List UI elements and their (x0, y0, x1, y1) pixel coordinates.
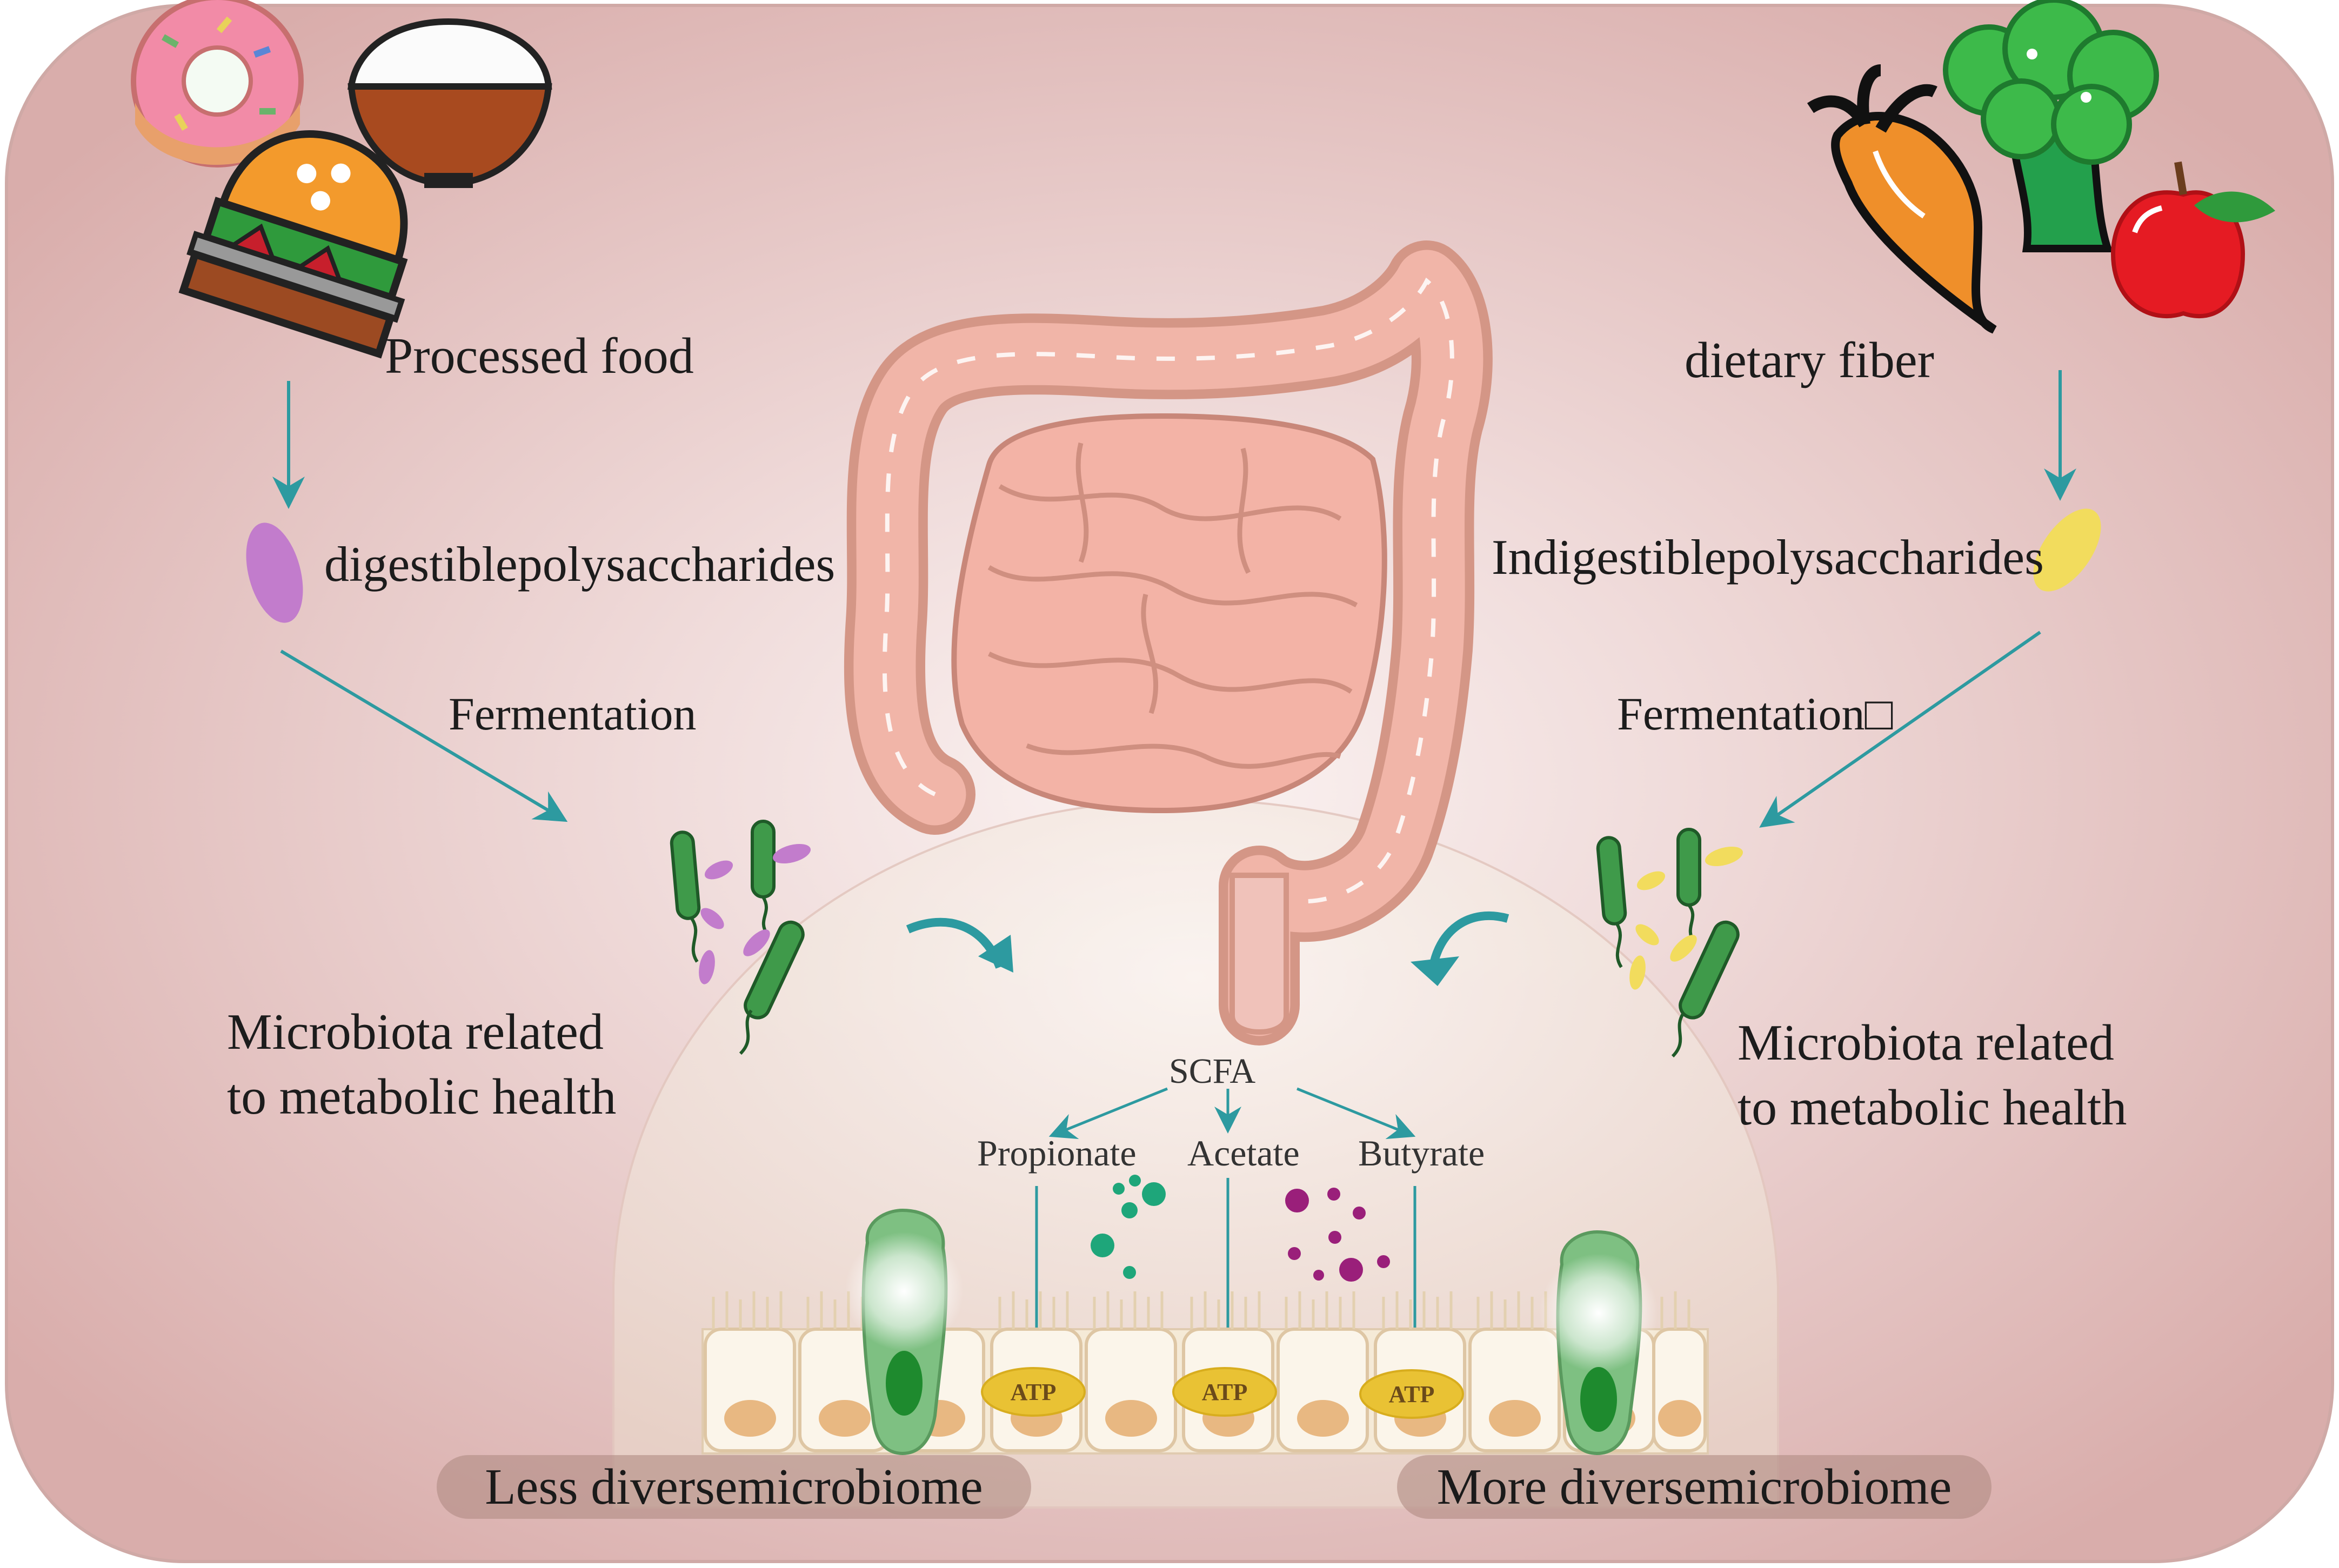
microbiota-label-right-line1: Microbiota related (1737, 1015, 2114, 1071)
digestible-polysaccharides-label: digestiblepolysaccharides (324, 537, 836, 592)
scfa-label: SCFA (1169, 1051, 1256, 1091)
arrow-scfa-to-butyrate (1297, 1087, 1416, 1140)
dietary-fiber-label: dietary fiber (1685, 332, 1934, 388)
microbiota-label-left-line1: Microbiota related (227, 1004, 604, 1060)
arrow-scfa-to-propionate (1048, 1087, 1168, 1140)
curved-arrow-right-head (1411, 956, 1459, 986)
fermentation-label-left: Fermentation (449, 688, 697, 740)
indigestible-polysaccharide-icon (2033, 508, 2101, 592)
apple-icon (2110, 161, 2275, 318)
indigestible-polysaccharides-label: Indigestiblepolysaccharides (1492, 530, 2044, 585)
acetate-label: Acetate (1187, 1133, 1300, 1174)
bacteria-icon (1596, 828, 1743, 1058)
butyrate-label: Butyrate (1358, 1133, 1485, 1174)
microbiota-label-right: Microbiota related to metabolic health (1737, 1010, 2127, 1141)
atp-icon-1: ATP (981, 1367, 1086, 1417)
less-diverse-microbiome-label: Less diversemicrobiome (437, 1455, 1031, 1519)
arrow-indigestible-to-microbiota (1759, 631, 2041, 828)
burger-icon (178, 130, 408, 359)
broccoli-icon (1943, 0, 2159, 252)
digestible-polysaccharide-icon (246, 522, 303, 623)
propionate-label: Propionate (977, 1133, 1137, 1174)
microbiota-label-left: Microbiota related to metabolic health (227, 1000, 616, 1130)
svg-text:ATP: ATP (1389, 1381, 1435, 1408)
goblet-cell-right (1539, 1230, 1658, 1456)
processed-food-label: Processed food (385, 328, 694, 384)
intestine-icon (844, 240, 1493, 1046)
arrow-digestible-to-microbiota (280, 649, 568, 822)
more-diverse-microbiome-label: More diversemicrobiome (1397, 1455, 1992, 1519)
rice-bowl-icon (347, 18, 552, 188)
fermentation-label-right: Fermentation□ (1617, 688, 1893, 740)
carrot-icon (1807, 64, 1997, 334)
microbiota-label-left-line2: to metabolic health (227, 1069, 617, 1125)
curved-arrow-left-head (978, 935, 1013, 973)
microbiota-label-right-line2: to metabolic health (1737, 1080, 2127, 1136)
atp-icon-3: ATP (1359, 1369, 1464, 1419)
atp-icon-2: ATP (1172, 1367, 1277, 1417)
goblet-cell-left (845, 1208, 964, 1456)
bacteria-icon (670, 820, 811, 1055)
svg-text:ATP: ATP (1011, 1379, 1057, 1405)
svg-text:ATP: ATP (1202, 1379, 1248, 1405)
curved-arrow-right (1428, 911, 1509, 974)
